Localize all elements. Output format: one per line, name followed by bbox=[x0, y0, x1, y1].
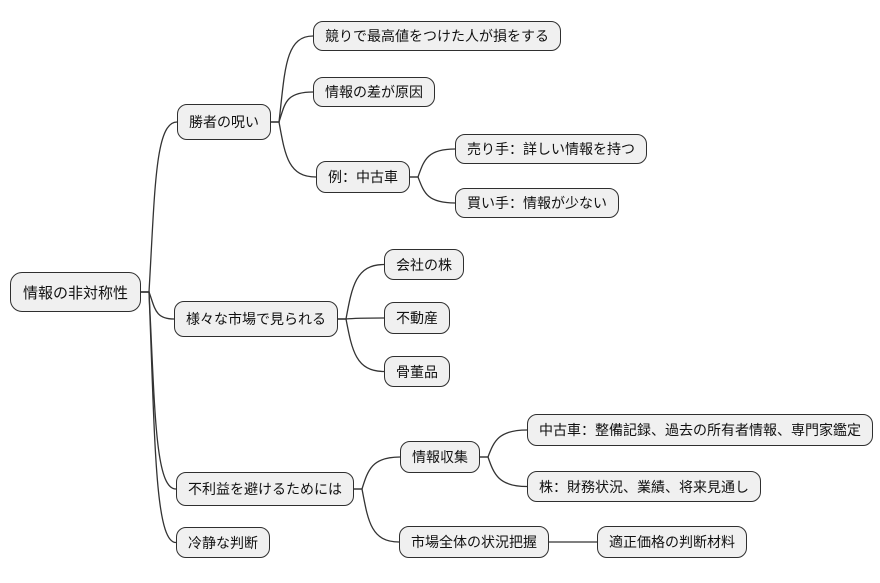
node-info-gathering[interactable]: 情報収集 bbox=[400, 441, 480, 473]
edge-winners-curse-auction-loss bbox=[270, 35, 314, 123]
edge-various-markets-antiques bbox=[337, 318, 385, 373]
node-winners-curse[interactable]: 勝者の呪い bbox=[177, 104, 271, 140]
node-used-car-sources[interactable]: 中古車：整備記録、過去の所有者情報、専門家鑑定 bbox=[527, 414, 873, 446]
edge-root-avoid-disadvantage bbox=[140, 291, 177, 490]
node-fair-price[interactable]: 適正価格の判断材料 bbox=[597, 526, 747, 558]
node-calm-judgment[interactable]: 冷静な判断 bbox=[176, 527, 270, 558]
node-company-stock[interactable]: 会社の株 bbox=[384, 249, 464, 280]
edge-avoid-disadvantage-info-gathering bbox=[353, 456, 401, 490]
edge-root-various-markets bbox=[140, 291, 175, 320]
node-antiques[interactable]: 骨董品 bbox=[384, 356, 450, 387]
node-example-used-car[interactable]: 例：中古車 bbox=[316, 161, 410, 193]
node-auction-loss[interactable]: 競りで最高値をつけた人が損をする bbox=[313, 21, 561, 51]
node-buyer-info[interactable]: 買い手：情報が少ない bbox=[455, 188, 619, 218]
edge-various-markets-real-estate bbox=[337, 317, 385, 320]
node-market-overview[interactable]: 市場全体の状況把握 bbox=[399, 526, 549, 558]
node-info-gap-cause[interactable]: 情報の差が原因 bbox=[313, 77, 435, 107]
edge-info-gathering-stock-sources bbox=[479, 456, 528, 488]
edge-root-calm-judgment bbox=[140, 291, 177, 544]
node-stock-sources[interactable]: 株：財務状況、業績、将来見通し bbox=[527, 471, 761, 502]
node-seller-info[interactable]: 売り手：詳しい情報を持つ bbox=[455, 134, 647, 164]
node-real-estate[interactable]: 不動産 bbox=[384, 302, 450, 334]
edge-example-used-car-buyer-info bbox=[409, 176, 456, 204]
node-various-markets[interactable]: 様々な市場で見られる bbox=[174, 301, 338, 337]
edge-info-gathering-used-car-sources bbox=[479, 429, 528, 458]
node-root[interactable]: 情報の非対称性 bbox=[10, 272, 142, 312]
edge-root-winners-curse bbox=[140, 121, 178, 293]
edge-various-markets-company-stock bbox=[337, 263, 385, 320]
edge-winners-curse-example-used-car bbox=[270, 121, 317, 178]
edge-example-used-car-seller-info bbox=[409, 148, 456, 178]
edge-winners-curse-info-gap-cause bbox=[270, 91, 314, 123]
node-avoid-disadvantage[interactable]: 不利益を避けるためには bbox=[176, 472, 354, 506]
edge-avoid-disadvantage-market-overview bbox=[353, 488, 400, 543]
